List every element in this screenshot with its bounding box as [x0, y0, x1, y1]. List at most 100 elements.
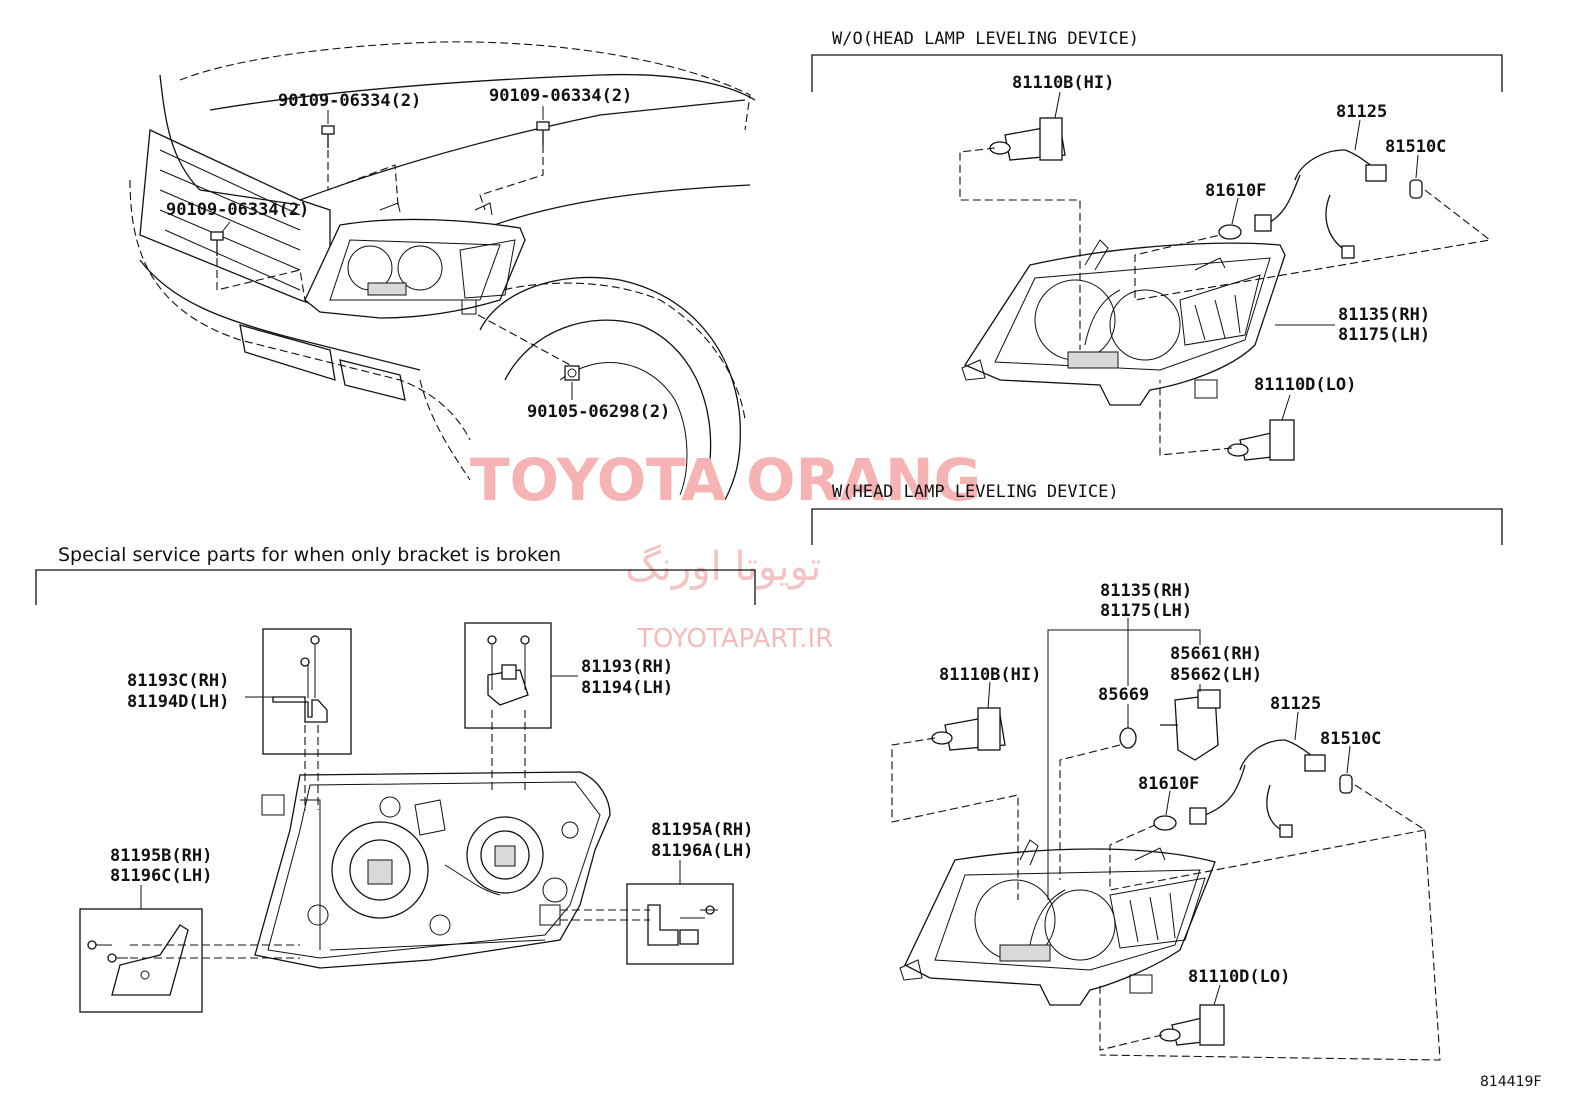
label-bracket-b-lh: 81194(LH)	[581, 678, 673, 698]
label-cap: 81610F	[1138, 774, 1199, 794]
wheel-arch-outer	[479, 276, 741, 501]
label-bracket-d-lh: 81196A(LH)	[651, 841, 753, 861]
label-socket: 81125	[1270, 694, 1321, 714]
label-unit-lh: 81175(LH)	[1338, 325, 1430, 345]
watermark-title: TOYOTA ORANG	[470, 446, 981, 514]
section-title: W(HEAD LAMP LEVELING DEVICE)	[832, 482, 1119, 502]
socket-path	[1099, 784, 1441, 1061]
headlamp-rear-view	[254, 771, 611, 969]
bulb-small-icon	[1339, 774, 1353, 794]
section-special-parts: Special service parts for when only brac…	[35, 544, 756, 1013]
socket-wire-icon	[1189, 739, 1326, 838]
figure-number: 814419F	[1480, 1074, 1542, 1090]
bolt-path	[327, 150, 399, 206]
section-with-leveling: W(HEAD LAMP LEVELING DEVICE)	[811, 482, 1503, 1061]
label-bolt-upper-right: 90109-06334(2)	[489, 86, 632, 106]
vehicle-front-view: 90109-06334(2) 90109-06334(2) 90109-0633…	[129, 41, 756, 501]
label-socket: 81125	[1336, 102, 1387, 122]
bolt-icon	[210, 231, 224, 256]
label-bulb-lo: 81110D(LO)	[1188, 967, 1290, 987]
fog-recess	[339, 359, 406, 401]
section-title: Special service parts for when only brac…	[58, 544, 561, 566]
section-bracket	[811, 54, 1503, 92]
watermark-persian: تویوتا اورنگ	[625, 544, 821, 590]
label-nut-lower: 90105-06298(2)	[527, 402, 670, 422]
bulb-hi-icon	[989, 117, 1066, 161]
label-bracket-d-rh: 81195A(RH)	[651, 820, 753, 840]
nut-icon	[564, 365, 580, 381]
watermark: TOYOTA ORANG تویوتا اورنگ TOYOTAPART.IR	[470, 446, 981, 654]
grille-bar	[159, 189, 301, 251]
label-bracket-c-lh: 81196C(LH)	[110, 866, 212, 886]
watermark-site: TOYOTAPART.IR	[636, 624, 833, 654]
bolt-path	[216, 258, 306, 301]
leader	[1354, 119, 1361, 151]
label-actuator-rh: 85661(RH)	[1170, 644, 1262, 664]
vehicle-bracket	[474, 202, 493, 216]
wheel-arch-inner	[504, 319, 712, 461]
grille-bar	[164, 229, 301, 291]
leader	[221, 221, 231, 233]
bulb-lo-icon	[1159, 1004, 1225, 1046]
label-bolt-side: 90109-06334(2)	[166, 200, 309, 220]
section-bracket	[811, 508, 1503, 545]
label-bracket-a-lh: 81194D(LH)	[127, 692, 229, 712]
hood-top-line	[179, 41, 751, 131]
label-unit-lh: 81175(LH)	[1100, 601, 1192, 621]
leveling-actuator-icon	[1160, 689, 1221, 761]
label-bracket-a-rh: 81193C(RH)	[127, 671, 229, 691]
leader	[1165, 790, 1171, 816]
label-bulb-hi: 81110B(HI)	[1012, 73, 1114, 93]
label-actuator-lh: 85662(LH)	[1170, 665, 1262, 685]
bulb-lo-icon	[1227, 419, 1295, 461]
bulb-hi-icon	[931, 707, 1006, 751]
leader	[987, 681, 991, 709]
vehicle-bracket	[379, 202, 401, 213]
vehicle-headlamp	[304, 218, 526, 319]
vehicle-headlamp-lens	[329, 239, 501, 301]
leader	[1231, 197, 1239, 225]
grille-bar	[159, 149, 301, 216]
socket-wire-icon	[1254, 149, 1387, 259]
bulb-lo-path	[1159, 380, 1233, 456]
label-bulb-small: 81510C	[1385, 137, 1446, 157]
oring-path	[1059, 744, 1121, 880]
oring-icon	[1119, 727, 1137, 749]
section-bracket	[35, 569, 756, 605]
headlamp-unit	[899, 839, 1216, 1006]
cap-path	[1109, 824, 1426, 891]
section-without-leveling: W/O(HEAD LAMP LEVELING DEVICE)	[811, 29, 1503, 461]
hood-crease	[209, 73, 756, 111]
bolt-icon	[321, 125, 335, 148]
bulb-hi-path	[959, 147, 1081, 350]
bracket-d-box	[560, 883, 734, 965]
bolt-icon	[536, 121, 550, 145]
bracket-c-box	[79, 908, 300, 1013]
cap-icon	[1153, 815, 1177, 831]
label-bolt-upper-left: 90109-06334(2)	[278, 91, 421, 111]
bulb-lo-path	[1099, 985, 1163, 1051]
socket-path	[1134, 189, 1492, 301]
leader	[1213, 984, 1221, 1006]
cap-icon	[1218, 224, 1242, 240]
bumper-lower	[139, 259, 421, 371]
label-bulb-lo: 81110D(LO)	[1254, 375, 1356, 395]
bumper-corner	[419, 379, 471, 481]
bracket-a-box	[262, 628, 352, 810]
vehicle-turn-lamp	[459, 239, 516, 299]
bumper-intake	[239, 324, 336, 381]
fender-top	[479, 184, 751, 231]
hood-front-line	[299, 99, 746, 201]
bulb-small-icon	[1409, 179, 1423, 199]
leader	[1415, 154, 1419, 179]
headlamp-unit	[961, 239, 1286, 406]
bracket-b-box	[464, 622, 552, 790]
label-bulb-hi: 81110B(HI)	[939, 665, 1041, 685]
leader	[1346, 745, 1351, 774]
bumper-line	[129, 179, 471, 441]
grille-outline	[139, 129, 331, 311]
tire-line	[559, 362, 688, 496]
label-unit-rh: 81135(RH)	[1100, 581, 1192, 601]
